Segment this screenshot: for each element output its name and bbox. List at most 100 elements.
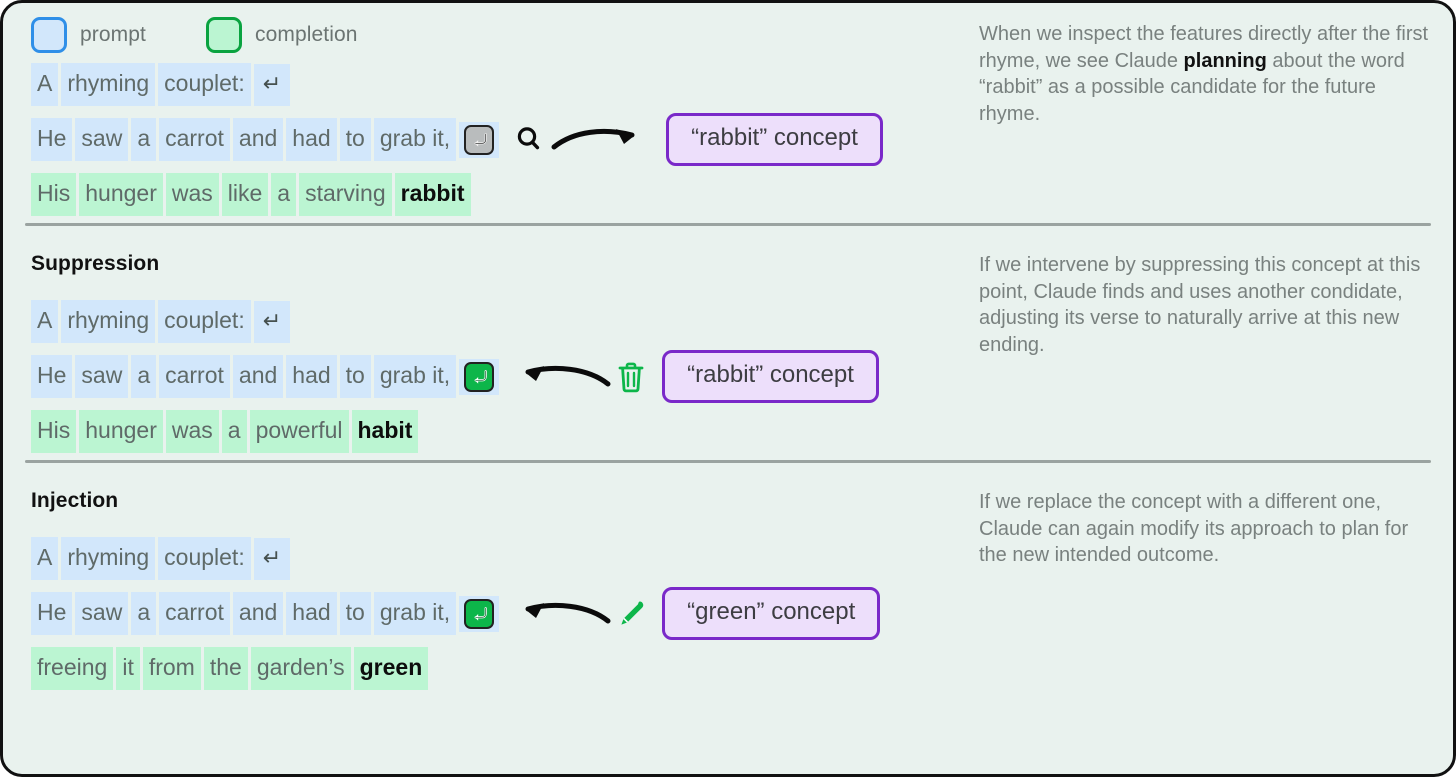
injection-note: If we replace the concept with a differe…	[979, 491, 1409, 567]
injection-prompt-row-2: He saw a carrot and had to grab it,	[31, 587, 971, 640]
injection-prompt-row-1: A rhyming couplet: ↵	[31, 537, 971, 580]
section-divider-2	[25, 460, 1431, 463]
token: grab it,	[373, 592, 457, 635]
token: rhyming	[61, 63, 156, 106]
section-heading-suppression: Suppression	[31, 252, 160, 275]
planning-flow: “rabbit” concept	[512, 113, 883, 166]
token: to	[339, 118, 371, 161]
section-suppression: Suppression A rhyming couplet: ↵ He saw …	[3, 226, 1453, 460]
token: garden’s	[250, 647, 351, 690]
enter-key-icon	[464, 361, 495, 392]
search-icon	[512, 123, 546, 157]
section-heading-injection: Injection	[31, 489, 119, 512]
suppression-completion-row: His hunger was a powerful habit	[31, 410, 971, 453]
injection-completion-row: freeing it from the garden’s green	[31, 647, 971, 690]
token: hunger	[79, 410, 163, 453]
enter-key-icon	[464, 598, 495, 629]
final-token: rabbit	[394, 173, 471, 216]
injection-left-column: Injection A rhyming couplet: ↵ He saw a …	[31, 463, 971, 697]
note-suffix: about the word “rabbit” as a possible ca…	[979, 49, 1405, 125]
concept-pill[interactable]: “rabbit” concept	[666, 113, 883, 166]
token: and	[232, 118, 284, 161]
newline-keycap-token	[459, 121, 500, 158]
final-token: green	[353, 647, 429, 690]
newline-keycap-token	[459, 358, 500, 395]
token: saw	[75, 118, 129, 161]
legend-item-prompt: prompt	[31, 17, 146, 53]
token: a	[271, 173, 297, 216]
planning-completion-row: His hunger was like a starving rabbit	[31, 173, 971, 216]
token: His	[31, 173, 77, 216]
token: saw	[75, 355, 129, 398]
legend: prompt completion	[31, 3, 971, 63]
planning-right-column: When we inspect the features directly af…	[971, 3, 1435, 127]
suppression-flow: “rabbit” concept	[512, 350, 879, 403]
token: was	[165, 410, 219, 453]
token: starving	[299, 173, 392, 216]
final-token: habit	[351, 410, 419, 453]
token: saw	[75, 592, 129, 635]
token: and	[232, 355, 284, 398]
note-bold: planning	[1183, 49, 1267, 72]
section-injection: Injection A rhyming couplet: ↵ He saw a …	[3, 463, 1453, 697]
token: from	[142, 647, 201, 690]
token: had	[286, 592, 337, 635]
section-planning: prompt completion A rhyming couplet: ↵	[3, 3, 1453, 223]
token: carrot	[159, 592, 230, 635]
planning-note: When we inspect the features directly af…	[979, 3, 1435, 127]
token: had	[286, 118, 337, 161]
token: carrot	[159, 118, 230, 161]
newline-token: ↵	[253, 537, 291, 580]
token: like	[221, 173, 269, 216]
token: a	[131, 118, 157, 161]
token: A	[31, 537, 59, 580]
token: grab it,	[373, 118, 457, 161]
token: a	[221, 410, 247, 453]
token: He	[31, 355, 73, 398]
suppression-prompt-row-2: He saw a carrot and had to grab it,	[31, 350, 971, 403]
token: a	[131, 592, 157, 635]
token: carrot	[159, 355, 230, 398]
injection-flow: “green” concept	[512, 587, 881, 640]
token: was	[165, 173, 219, 216]
suppression-left-column: Suppression A rhyming couplet: ↵ He saw …	[31, 226, 971, 460]
suppression-note: If we intervene by suppressing this conc…	[979, 254, 1421, 356]
token: the	[203, 647, 248, 690]
suppression-right-column: If we intervene by suppressing this conc…	[971, 226, 1435, 358]
token: He	[31, 118, 73, 161]
token: freeing	[31, 647, 114, 690]
concept-pill[interactable]: “green” concept	[662, 587, 881, 640]
token: A	[31, 63, 59, 106]
token: hunger	[79, 173, 163, 216]
newline-token: ↵	[253, 63, 291, 106]
legend-label-prompt: prompt	[80, 23, 146, 46]
token: A	[31, 300, 59, 343]
token: couplet:	[158, 63, 251, 106]
section-divider-1	[25, 223, 1431, 226]
legend-item-completion: completion	[205, 17, 358, 53]
token: couplet:	[158, 300, 251, 343]
curved-arrow-right-icon	[546, 119, 650, 161]
token: rhyming	[61, 300, 156, 343]
token: had	[286, 355, 337, 398]
injection-right-column: If we replace the concept with a differe…	[971, 463, 1435, 569]
note-prefix: When we inspect the features directly af…	[979, 23, 1429, 72]
token: rhyming	[61, 537, 156, 580]
token: it	[116, 647, 140, 690]
token: couplet:	[158, 537, 251, 580]
planning-prompt-row-2: He saw a carrot and had to grab it,	[31, 113, 971, 166]
prompt-swatch-icon	[31, 17, 67, 53]
token: powerful	[249, 410, 349, 453]
legend-label-completion: completion	[254, 23, 358, 46]
token: to	[339, 355, 371, 398]
trash-icon	[616, 360, 646, 394]
token: to	[339, 592, 371, 635]
curved-arrow-left-icon	[512, 356, 616, 398]
curved-arrow-left-icon	[512, 593, 616, 635]
newline-token: ↵	[253, 300, 291, 343]
pencil-icon	[616, 597, 646, 631]
planning-left-column: prompt completion A rhyming couplet: ↵	[31, 3, 971, 223]
token: a	[131, 355, 157, 398]
concept-pill[interactable]: “rabbit” concept	[662, 350, 879, 403]
